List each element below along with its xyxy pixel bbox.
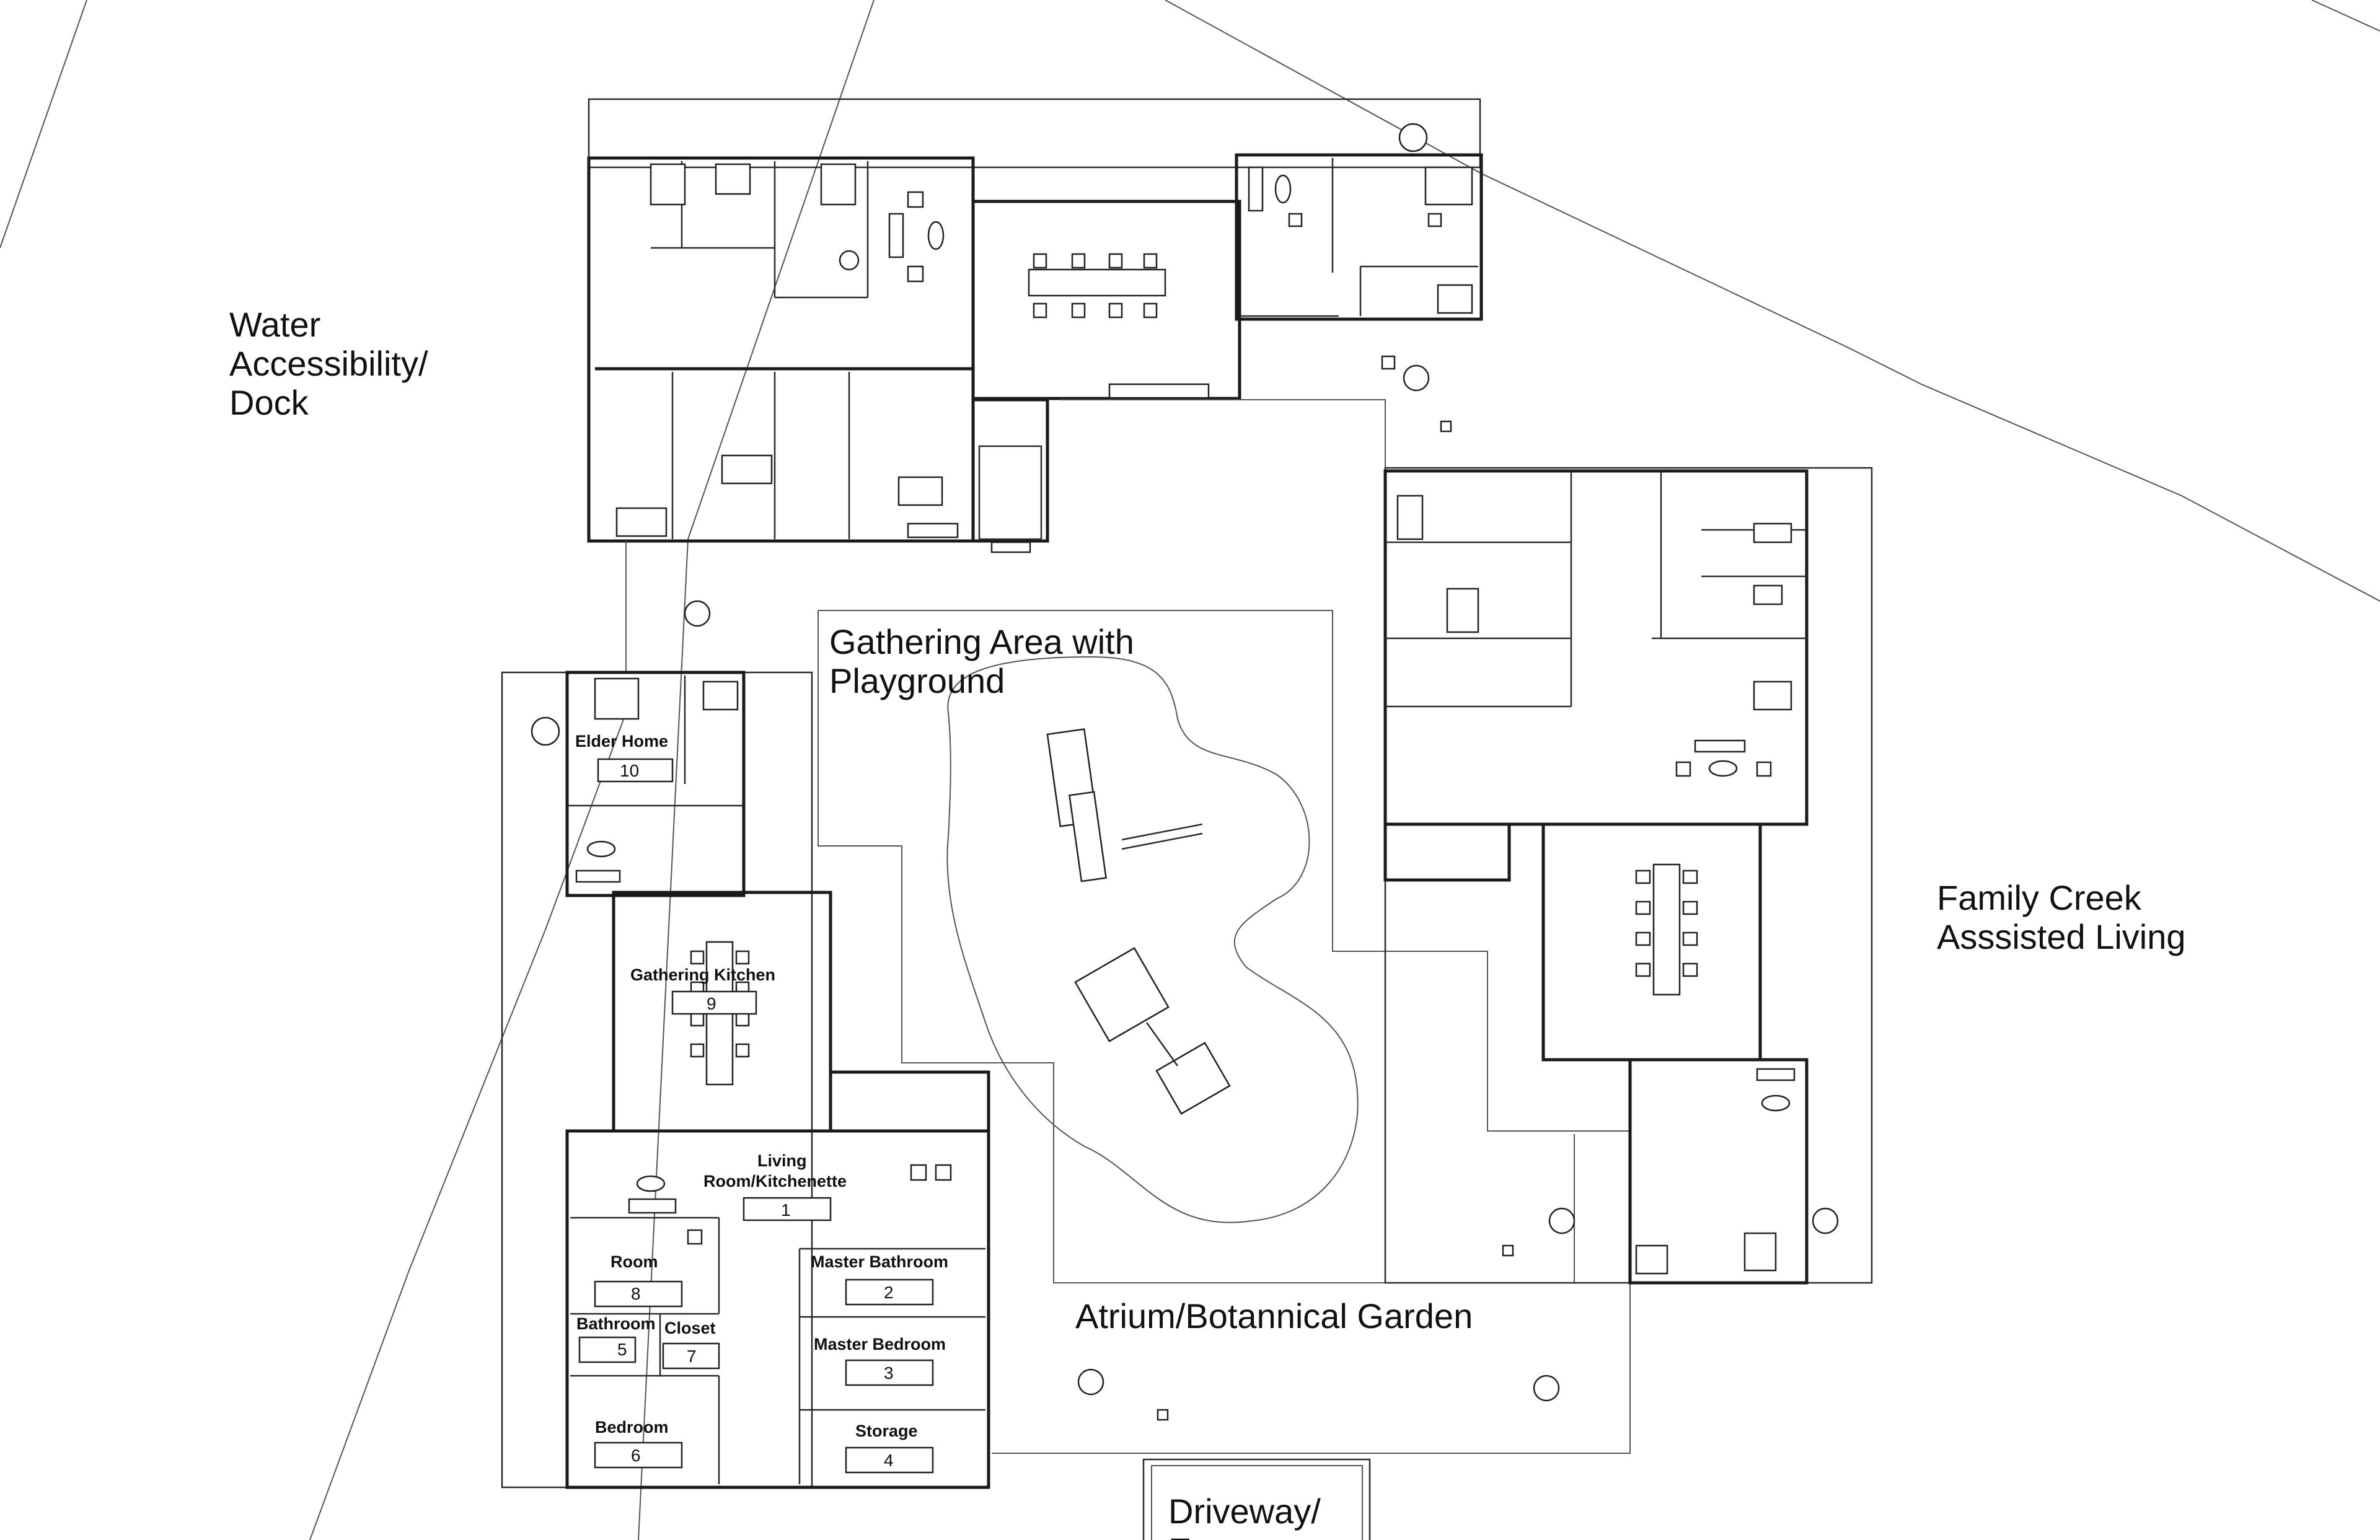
room-number-7: 7 bbox=[687, 1347, 697, 1366]
playground bbox=[946, 656, 1359, 1223]
room-number-1: 1 bbox=[781, 1200, 791, 1220]
water-label-3: Dock bbox=[229, 383, 309, 422]
room-name-storage: Storage bbox=[855, 1422, 918, 1440]
room-name-elder-home: Elder Home bbox=[575, 732, 668, 750]
room-number-3: 3 bbox=[884, 1363, 894, 1383]
driveway-label-2: Entrance bbox=[1168, 1531, 1307, 1540]
room-number-boxes bbox=[578, 758, 934, 1474]
room-number-9: 9 bbox=[707, 994, 716, 1013]
zone-labels: Water Accessibility/ Dock Gathering Area… bbox=[229, 305, 2186, 1540]
room-name-bedroom: Bedroom bbox=[595, 1418, 669, 1437]
driveway-label-1: Driveway/ bbox=[1168, 1492, 1321, 1531]
room-number-8: 8 bbox=[631, 1284, 641, 1303]
family-label-1: Family Creek bbox=[1937, 878, 2142, 917]
room-name-master-bedroom: Master Bedroom bbox=[814, 1335, 946, 1353]
room-number-10: 10 bbox=[620, 761, 639, 780]
room-name-living-2: Room/Kitchenette bbox=[703, 1172, 847, 1190]
gathering-label-1: Gathering Area with bbox=[829, 622, 1134, 661]
room-name-master-bathroom: Master Bathroom bbox=[811, 1252, 948, 1271]
room-number-6: 6 bbox=[631, 1446, 641, 1465]
room-name-living-1: Living bbox=[757, 1151, 807, 1170]
room-name-room: Room bbox=[610, 1252, 658, 1271]
room-number-4: 4 bbox=[884, 1451, 894, 1470]
north-wing bbox=[587, 98, 1483, 553]
atrium-label: Atrium/Botannical Garden bbox=[1075, 1296, 1473, 1335]
room-number-2: 2 bbox=[884, 1283, 894, 1302]
atrium-seating bbox=[684, 600, 1560, 1421]
water-label-2: Accessibility/ bbox=[229, 344, 428, 383]
gathering-label-2: Playground bbox=[829, 661, 1005, 700]
east-wing bbox=[1383, 467, 1873, 1285]
room-number-5: 5 bbox=[617, 1340, 627, 1359]
room-labels: Elder Home 10 Gathering Kitchen 9 Living… bbox=[575, 732, 948, 1470]
room-name-gathering-kitchen: Gathering Kitchen bbox=[630, 966, 775, 984]
courtyard-outline bbox=[625, 399, 1631, 1454]
driveway-box bbox=[1142, 1458, 1371, 1540]
north-east-block bbox=[1235, 123, 1483, 433]
water-label-1: Water bbox=[229, 305, 320, 344]
room-name-bathroom: Bathroom bbox=[576, 1314, 656, 1333]
family-label-2: Asssisted Living bbox=[1937, 917, 2186, 956]
room-name-closet: Closet bbox=[664, 1319, 716, 1337]
